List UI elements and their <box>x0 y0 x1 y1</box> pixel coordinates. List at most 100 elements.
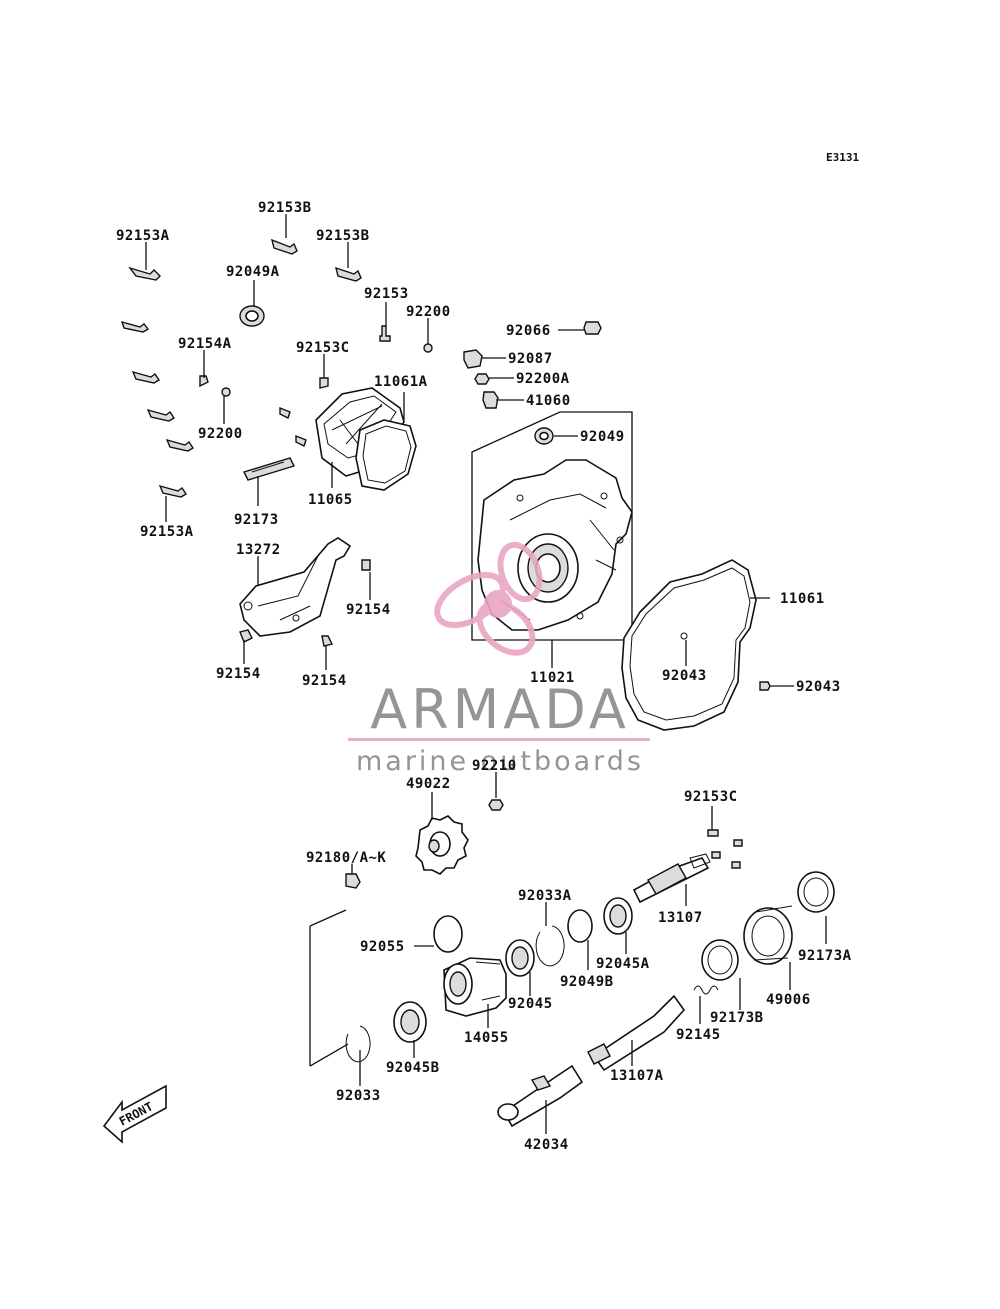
plate-92173 <box>243 457 295 481</box>
label-92049B: 92049B <box>560 974 614 990</box>
washer-92200-left <box>221 387 231 397</box>
label-92049: 92049 <box>580 429 625 445</box>
label-92153: 92153 <box>364 286 409 302</box>
label-92200A: 92200A <box>516 371 570 387</box>
label-49006: 49006 <box>766 992 811 1008</box>
bolt-cover-2 <box>295 434 307 447</box>
label-92049A: 92049A <box>226 264 280 280</box>
label-92154-bot: 92154 <box>302 673 347 689</box>
label-11021: 11021 <box>530 670 575 686</box>
bolt-cover-1 <box>279 406 291 419</box>
label-92173: 92173 <box>234 512 279 528</box>
bolt-shaft-1 <box>733 839 743 847</box>
part-92087 <box>463 349 483 369</box>
gasket-11061 <box>621 559 757 731</box>
label-92033A: 92033A <box>518 888 572 904</box>
label-92180: 92180/A~K <box>306 850 386 866</box>
label-13272: 13272 <box>236 542 281 558</box>
bolt-shaft-2 <box>711 851 721 859</box>
gasket-11061A <box>355 419 417 491</box>
clamp-92173B <box>701 939 739 981</box>
label-92153A-bot: 92153A <box>140 524 194 540</box>
circlip-92033A <box>535 925 565 967</box>
label-92045: 92045 <box>508 996 553 1012</box>
bearing-92045B <box>393 1001 427 1043</box>
label-13107: 13107 <box>658 910 703 926</box>
leader-lines <box>145 214 827 1134</box>
pin-92043 <box>759 681 771 691</box>
bolt-92153B-top <box>270 238 298 255</box>
bolt-92153C-bot <box>707 829 719 837</box>
label-92153C-bot: 92153C <box>684 789 738 805</box>
armada-watermark: ARMADA marine outboards <box>348 541 650 777</box>
bolt-92154-bot <box>321 635 334 647</box>
washer-92200A <box>474 373 490 385</box>
boot-49006 <box>743 905 793 965</box>
label-92200-top: 92200 <box>406 304 451 320</box>
label-92153B-top: 92153B <box>258 200 312 216</box>
label-92154-mid: 92154 <box>346 602 391 618</box>
watermark-tagline: marine outboards <box>356 746 644 777</box>
part-labels: 92153B 92153A 92153B 92049A 92153 92200 … <box>116 200 852 1153</box>
bolt-92154-mid <box>361 559 371 571</box>
label-92045B: 92045B <box>386 1060 440 1076</box>
front-arrow: FRONT <box>102 1084 167 1144</box>
label-92154-left: 92154 <box>216 666 261 682</box>
shaft-13107A <box>587 994 686 1072</box>
watermark-brand: ARMADA <box>370 678 630 741</box>
bearing-92045A <box>603 897 633 935</box>
oring-92055 <box>433 915 463 953</box>
circlip-92033 <box>345 1025 371 1063</box>
label-92043-in: 92043 <box>662 668 707 684</box>
label-92154A: 92154A <box>178 336 232 352</box>
bolt-92154-left <box>239 629 253 643</box>
label-92153C-top: 92153C <box>296 340 350 356</box>
switch-41060 <box>482 391 499 409</box>
seal-92049B <box>567 909 593 943</box>
label-49022: 49022 <box>406 776 451 792</box>
bolt-92153 <box>379 325 391 342</box>
propeller-logo <box>434 541 543 656</box>
label-13107A: 13107A <box>610 1068 664 1084</box>
label-42034: 42034 <box>524 1137 569 1153</box>
label-92173A: 92173A <box>798 948 852 964</box>
watermark-rule <box>348 738 650 741</box>
label-92087: 92087 <box>508 351 553 367</box>
washer-92200-top <box>423 343 433 353</box>
yoke-42034 <box>497 1064 584 1128</box>
label-41060: 41060 <box>526 393 571 409</box>
clamp-92173A <box>797 871 835 913</box>
label-92210: 92210 <box>472 758 517 774</box>
bearing-92045 <box>505 939 535 977</box>
bolt-92153C-top <box>319 377 329 389</box>
shim-92180 <box>345 873 361 889</box>
seal-92049A <box>239 305 265 327</box>
label-92055: 92055 <box>360 939 405 955</box>
plug-92066 <box>583 321 602 335</box>
label-11065: 11065 <box>308 492 353 508</box>
crankcase-group <box>471 411 633 641</box>
housing-14055 <box>443 957 507 1017</box>
label-92045A: 92045A <box>596 956 650 972</box>
bolt-group-left <box>120 266 194 498</box>
bolt-shaft-3 <box>731 861 741 869</box>
shaft-13107 <box>632 853 711 904</box>
gear-49022 <box>415 815 469 875</box>
label-92043-out: 92043 <box>796 679 841 695</box>
diagram-code: E3131 <box>826 151 859 164</box>
label-92173B: 92173B <box>710 1010 764 1026</box>
label-92153A-top: 92153A <box>116 228 170 244</box>
label-92145: 92145 <box>676 1027 721 1043</box>
label-92066: 92066 <box>506 323 551 339</box>
label-14055: 14055 <box>464 1030 509 1046</box>
nut-92210 <box>488 799 504 811</box>
label-92153B-right: 92153B <box>316 228 370 244</box>
spring-92145 <box>693 985 719 995</box>
label-11061A: 11061A <box>374 374 428 390</box>
plate-13272 <box>239 537 352 637</box>
bolt-92153B-right <box>335 266 362 282</box>
label-92033: 92033 <box>336 1088 381 1104</box>
label-92200-left: 92200 <box>198 426 243 442</box>
label-11061: 11061 <box>780 591 825 607</box>
